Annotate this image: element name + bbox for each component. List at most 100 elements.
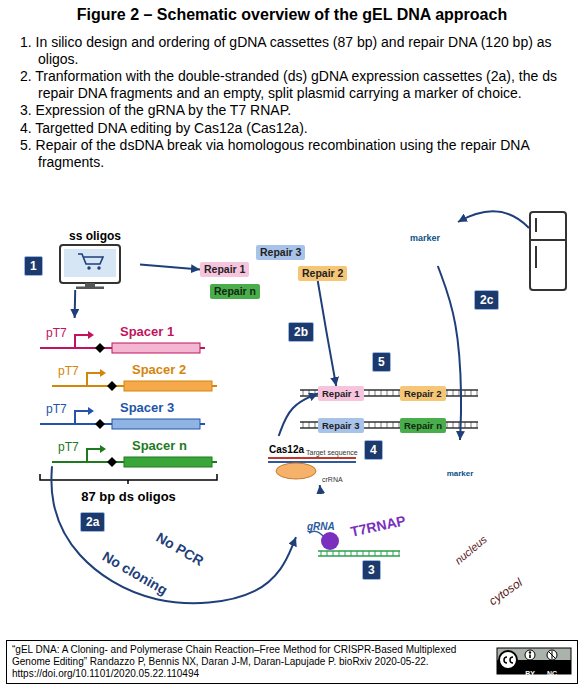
gdna-cassette: pT7 Spacer n xyxy=(52,432,217,470)
node-label: nucleus xyxy=(452,533,489,567)
text-slot: pT7 xyxy=(58,437,79,455)
monitor xyxy=(60,245,120,283)
step-text: 5. Repair of the dsDNA break via homolog… xyxy=(20,137,570,170)
callout-number: 2b xyxy=(288,322,314,342)
repair-oligo: Repair 3 xyxy=(256,245,305,260)
gdna-cassette: pT7 Spacer 1 xyxy=(40,318,205,356)
callout-number: 1 xyxy=(24,256,43,276)
plasmid-outline xyxy=(432,440,488,496)
freezer-arrow xyxy=(458,211,529,228)
t7-region: gRNA T7RNAP xyxy=(296,494,420,566)
cas12a-complex xyxy=(268,458,356,479)
flow-arrow xyxy=(74,290,77,318)
flow-arrow xyxy=(318,281,336,386)
gdna-cassette: pT7 Spacer 2 xyxy=(52,356,217,394)
text-slot: Cas12a xyxy=(269,439,304,457)
text-slot: nucleus xyxy=(445,526,495,572)
flow-arrow xyxy=(279,394,318,437)
label-slot: BY xyxy=(523,662,537,680)
gdna-cassette: pT7 Spacer 3 xyxy=(40,394,205,432)
step-text: 1. In silico design and ordering of gDNA… xyxy=(20,34,570,67)
freezer-icon xyxy=(530,212,566,290)
cassette-drawings xyxy=(40,331,217,484)
step-list: 1. In silico design and ordering of gDNA… xyxy=(20,34,570,171)
node-label: marker xyxy=(447,469,474,478)
node-label: pT7 xyxy=(58,364,79,378)
flow-arrow xyxy=(438,266,461,440)
repair-oligo: Repair n xyxy=(210,284,260,299)
label-slot: 5 xyxy=(372,352,391,372)
computer-icon xyxy=(60,245,120,289)
flow-arrow xyxy=(320,485,321,494)
node-label: Repair n xyxy=(404,419,442,432)
text-slot: crRNA xyxy=(322,468,343,486)
cart-wheel xyxy=(87,266,90,269)
text-slot: Spacer 2 xyxy=(132,360,186,378)
dimension-label: 87 bp ds oligos xyxy=(81,489,176,504)
cart-icon xyxy=(78,254,103,264)
node-label: T7RNAP xyxy=(349,512,407,539)
t7-background xyxy=(296,494,420,566)
text-slot: Spacer 3 xyxy=(120,398,174,416)
text-slot: pT7 xyxy=(46,323,67,341)
text-slot: T7RNAP xyxy=(342,510,414,542)
license-term: BY xyxy=(525,669,535,678)
figure-title: Figure 2 – Schematic overview of the gEL… xyxy=(77,6,507,24)
note: No PCR xyxy=(153,529,206,569)
node-label: Repair 3 xyxy=(322,419,360,432)
callout-number: 3 xyxy=(362,560,381,580)
callout-number: 4 xyxy=(364,440,383,460)
node-label: Cas12a xyxy=(269,444,304,455)
text-slot: Spacer n xyxy=(132,436,187,454)
node-label: ss oligos xyxy=(69,229,121,243)
node-label: pT7 xyxy=(46,402,67,416)
text-slot: Spacer 1 xyxy=(120,322,174,340)
repair-oligo: Repair 1 xyxy=(200,262,249,277)
node-label: Repair 1 xyxy=(204,263,245,276)
screen xyxy=(64,249,116,277)
label-slot: 87 bp ds oligos xyxy=(40,487,217,505)
monitor-stand xyxy=(85,283,95,287)
node-label: Spacer 1 xyxy=(120,324,174,339)
label-slot: 2c xyxy=(474,290,499,310)
text-slot: Target sequence xyxy=(306,441,358,459)
citation-caption: “gEL DNA: A Cloning- and Polymerase Chai… xyxy=(6,640,578,684)
callout-number: 5 xyxy=(372,352,391,372)
repair-template: Repair 2 xyxy=(400,386,446,401)
node-label: Spacer 3 xyxy=(120,400,174,415)
node-label: marker xyxy=(410,233,440,243)
repair-template: Repair n xyxy=(400,418,446,433)
plasmid-ring xyxy=(438,442,486,490)
text-slot: marker xyxy=(432,462,488,480)
label-slot: NC xyxy=(545,662,559,680)
label-slot: 2b xyxy=(288,322,314,342)
text-slot: pT7 xyxy=(46,399,67,417)
flow-arrow xyxy=(140,264,200,269)
cart-wheel xyxy=(97,266,100,269)
node-label: Repair 2 xyxy=(302,267,343,280)
node-label: Repair n xyxy=(214,285,256,298)
text-slot: ss oligos xyxy=(50,226,140,244)
label-slot: 2a xyxy=(80,512,105,532)
plasmid: marker xyxy=(393,202,457,266)
node-label: Repair 2 xyxy=(404,387,442,400)
node-label: crRNA xyxy=(322,476,343,483)
node-label: pT7 xyxy=(46,326,67,340)
text-slot: cytosol xyxy=(479,569,530,612)
monitor-base xyxy=(76,287,104,290)
node-label: Target sequence xyxy=(306,449,358,456)
license-term: NC xyxy=(547,669,557,678)
note: No cloning xyxy=(100,548,171,598)
text-slot: pT7 xyxy=(58,361,79,379)
caption-slot: “gEL DNA: A Cloning- and Polymerase Chai… xyxy=(6,640,578,684)
node-label: Spacer n xyxy=(132,438,187,453)
node-label: Spacer 2 xyxy=(132,362,186,377)
split-plasmid xyxy=(400,203,456,261)
computer-node: ss oligos xyxy=(50,226,140,290)
flow-arrow xyxy=(51,466,296,603)
step-text: 4. Targetted DNA editing by Cas12a (Cas1… xyxy=(20,120,570,137)
node-label: Repair 3 xyxy=(260,246,301,259)
repair-template: Repair 3 xyxy=(318,418,364,433)
text-slot: gRNA xyxy=(307,516,335,534)
